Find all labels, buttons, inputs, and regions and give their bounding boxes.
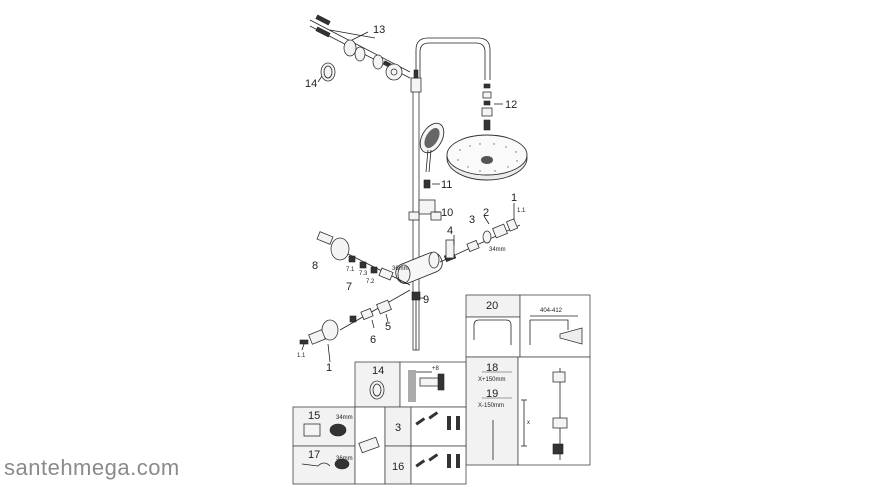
leader-lines [301, 31, 515, 363]
label-7-1: 7.1 [346, 267, 355, 273]
cell-17: 17 [308, 449, 320, 461]
label-6: 6 [370, 334, 376, 346]
accessory-table-bottom [292, 361, 467, 485]
dim-36mm: 36mm [392, 266, 409, 272]
label-14: 14 [305, 78, 317, 90]
label-10: 10 [441, 207, 453, 219]
label-11: 11 [441, 179, 452, 191]
label-5: 5 [385, 321, 391, 333]
label-1-right: 1 [511, 192, 517, 204]
cell-plus8: +8 [432, 366, 440, 372]
cell-16: 16 [392, 461, 404, 473]
hand-shower [419, 122, 445, 173]
cell-x: x [527, 420, 530, 426]
label-12: 12 [505, 99, 517, 111]
hose-holder-11-10 [408, 179, 442, 221]
label-1-1-right: 1.1 [517, 208, 526, 214]
thermostat-body [395, 251, 443, 284]
cell-14: 14 [372, 365, 384, 377]
cell-19: 19 [486, 388, 498, 400]
label-9: 9 [423, 294, 429, 306]
label-7: 7 [346, 281, 352, 293]
watermark: santehmega.com [4, 455, 180, 480]
accessory-table-right [465, 294, 591, 466]
cell-20: 20 [486, 300, 498, 312]
label-3: 3 [469, 214, 475, 226]
label-4: 4 [447, 225, 453, 237]
label-7-3: 7.3 [359, 271, 368, 277]
cell-x-minus: X-150mm [478, 403, 504, 409]
ring-14 [320, 62, 336, 82]
dim-34mm: 34mm [489, 247, 506, 253]
right-connector-parts [439, 218, 521, 263]
cell-36mm: 36mm [336, 456, 353, 462]
label-2: 2 [483, 207, 489, 219]
cell-34mm: 34mm [336, 415, 353, 421]
cell-range: 404-412 [540, 308, 563, 314]
head-shower [446, 134, 528, 181]
wall-bracket-parts [309, 14, 411, 81]
left-connector-parts [299, 231, 421, 350]
cell-18: 18 [486, 362, 498, 374]
cell-15: 15 [308, 410, 320, 422]
head-connector-12 [481, 83, 493, 131]
cell-3: 3 [395, 422, 401, 434]
cell-x-plus: X+150mm [478, 377, 506, 383]
label-13: 13 [373, 24, 385, 36]
label-1-1-left: 1.1 [297, 353, 306, 359]
label-8: 8 [312, 260, 318, 272]
label-1-left: 1 [326, 362, 332, 374]
label-7-2: 7.2 [366, 279, 375, 285]
